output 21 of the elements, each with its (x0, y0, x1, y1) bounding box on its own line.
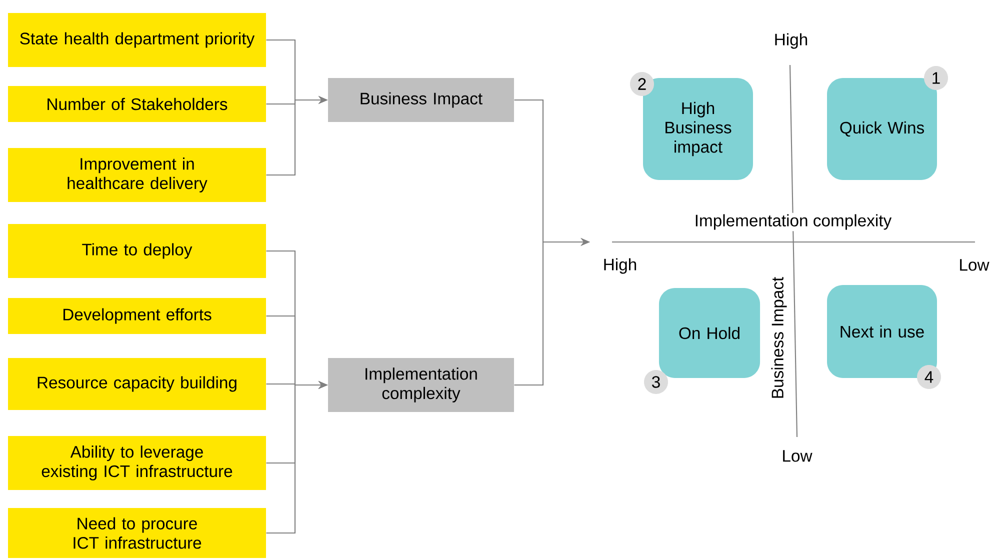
criterion-box: Number of Stakeholders (8, 86, 266, 122)
criterion-box: Development efforts (8, 298, 266, 334)
axis-label: High (602, 256, 638, 276)
criterion-box: Time to deploy (8, 224, 266, 278)
number-badge: 4 (917, 365, 941, 389)
criterion-box: Improvement in healthcare delivery (8, 148, 266, 202)
criterion-box: State health department priority (8, 13, 266, 67)
number-badge: 3 (644, 370, 668, 394)
axis-title: Implementation complexity (693, 212, 893, 232)
category-box: Business Impact (328, 78, 514, 122)
criterion-box: Need to procure ICT infrastructure (8, 508, 266, 558)
quadrant-box: On Hold (658, 288, 760, 378)
axis-title: Business Impact (770, 276, 788, 400)
criterion-box: Ability to leverage existing ICT infrastructure (8, 436, 266, 490)
criterion-box: Resource capacity building (8, 358, 266, 410)
number-badge: 2 (630, 72, 654, 96)
axis-label: Low (780, 448, 814, 464)
axis-label: High (772, 32, 810, 50)
axis-label: Low (957, 258, 991, 272)
category-box: Implementation complexity (328, 358, 514, 412)
number-badge: 1 (924, 66, 948, 90)
